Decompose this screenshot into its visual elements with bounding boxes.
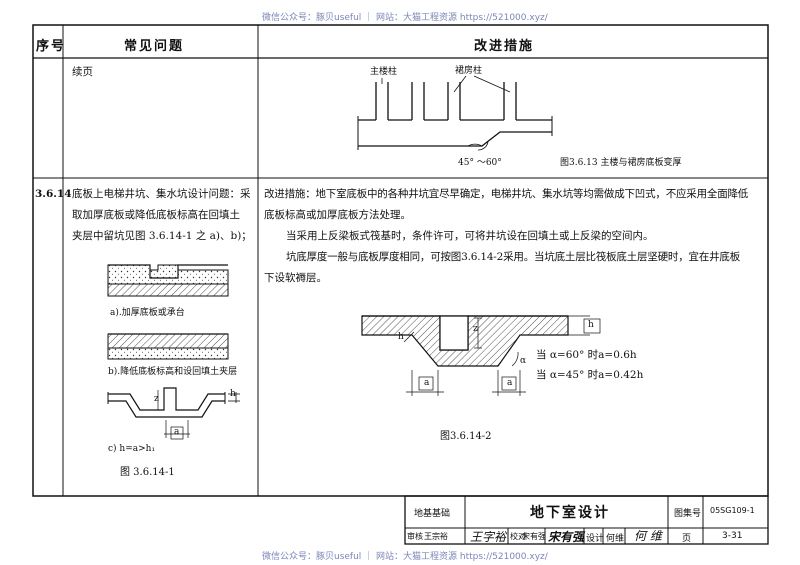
title-block-review-name: 王宗裕 (424, 532, 448, 541)
fig2-label-h-left: h (398, 332, 404, 342)
figure-3-6-13 (357, 75, 553, 151)
watermark-top: 微信公众号：豚贝useful ｜ 网站：大猫工程资源 https://52100… (262, 13, 548, 23)
title-block-page-label: 页 (682, 534, 692, 544)
title-block-check-name: 宋有强 (522, 532, 546, 541)
figure-3-6-14-1-b (107, 333, 229, 360)
measure-line: 坑底厚度一般与底板厚度相同，可按图3.6.14-2采用。当坑底土层比筏板底土层坚… (286, 251, 741, 263)
watermark-bottom: 微信公众号：豚贝useful ｜ 网站：大猫工程资源 https://52100… (262, 552, 548, 562)
fig2-label-z: z (473, 324, 478, 334)
measure-line: 底板标高或加厚底板方法处理。 (264, 209, 411, 221)
table-frame (32, 24, 769, 497)
title-block-frame (404, 495, 769, 545)
figure-3-6-13-caption: 图3.6.13 主楼与裙房底板变厚 (560, 158, 682, 168)
review-signature: 王字裕 (470, 530, 507, 544)
title-block-title: 地下室设计 (530, 505, 610, 521)
measure-line: 当采用上反梁板式筏基时，条件许可，可将井坑设在回填土或上反梁的空间内。 (286, 230, 654, 242)
label-podium-column: 裙房柱 (455, 66, 483, 76)
angle-label: 45° ～60° (458, 158, 502, 168)
row2-number: 3.6.14 (35, 188, 72, 200)
figure-3-6-14-1-c (107, 387, 240, 440)
fig2-label-h: h (588, 320, 594, 330)
header-measure: 改进措施 (474, 39, 535, 54)
figure-3-6-14-1-caption: 图 3.6.14-1 (120, 467, 175, 478)
check-signature: 宋有强 (548, 530, 585, 544)
row2-problem: 底板上电梯井坑、集水坑设计问题：采 取加厚底板或降低底板标高在回填土 夹层中留坑… (72, 184, 256, 247)
alpha-label: α (520, 356, 527, 366)
fig-c-label-a: a (174, 427, 180, 437)
fig-c-label-z: z (154, 394, 159, 404)
title-block-set-value: 05SG109-1 (710, 506, 755, 515)
fig2-label-a-right: a (507, 378, 513, 388)
design-signature: 何 维 (634, 529, 662, 543)
row2-measure: 改进措施：地下室底板中的各种井坑宜尽早确定，电梯井坑、集水坑等均需做成下凹式，不… (264, 184, 764, 289)
header-number: 序号 (36, 39, 67, 54)
measure-line: 改进措施：地下室底板中的各种井坑宜尽早确定，电梯井坑、集水坑等均需做成下凹式，不… (264, 188, 749, 200)
title-block-set-label: 图集号 (674, 509, 702, 519)
problem-line: 取加厚底板或降低底板标高在回填土 (72, 209, 240, 221)
fig-b-caption: b).降低底板标高和设回填土夹层 (108, 367, 238, 377)
formula-60: 当 α=60° 时a=0.6h (536, 349, 637, 361)
fig-c-label-h: h (230, 389, 236, 399)
title-block-design-name: 何维 (606, 534, 625, 544)
title-block-design-label: 设计 (586, 534, 605, 544)
measure-line: 下设软褥层。 (264, 272, 327, 284)
problem-line: 底板上电梯井坑、集水坑设计问题：采 (72, 188, 251, 200)
fig-a-caption: a).加厚底板或承台 (110, 308, 185, 318)
figure-3-6-14-2-caption: 图3.6.14-2 (440, 431, 492, 442)
title-block-review-label: 审核 (407, 532, 423, 541)
title-block-page-value: 3-31 (722, 531, 743, 541)
label-main-column: 主楼柱 (370, 67, 398, 77)
header-problem: 常见问题 (124, 39, 185, 54)
figure-3-6-14-2 (361, 315, 601, 396)
fig2-label-a-left: a (424, 378, 430, 388)
fig-c-caption: c) h=a>h₁ (108, 444, 156, 454)
formula-45: 当 α=45° 时a=0.42h (536, 369, 644, 381)
problem-line: 夹层中留坑见图 3.6.14-1 之 a)、b)； (72, 230, 252, 242)
title-block-left-label: 地基基础 (414, 509, 451, 519)
title-block-check-label: 校对 (510, 532, 526, 541)
figure-3-6-14-1-a (107, 264, 229, 297)
row1-problem: 续页 (72, 66, 93, 78)
